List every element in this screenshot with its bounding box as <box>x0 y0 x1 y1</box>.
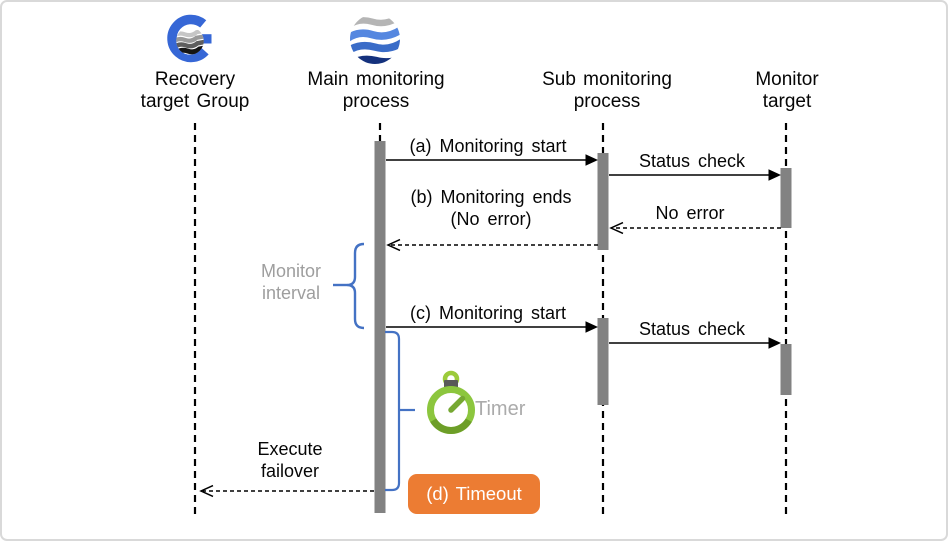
activation-bar-main <box>374 141 386 513</box>
curly-brace-icon <box>346 242 365 330</box>
actor-main-monitoring-process: Main monitoring process <box>307 69 444 113</box>
actor-label-line: Monitor <box>755 69 819 90</box>
stopwatch-hand <box>448 395 466 413</box>
activation-bar-sub-2 <box>597 318 609 405</box>
timeout-badge: (d) Timeout <box>408 474 540 514</box>
actor-label-line: Recovery <box>154 69 236 90</box>
monitor-interval-line1: Monitor <box>260 261 322 281</box>
activation-bar-target-2 <box>780 344 792 395</box>
wave-sphere-logo-icon <box>350 14 400 64</box>
failover-line2: failover <box>260 461 320 481</box>
monitor-interval-line2: interval <box>261 283 321 303</box>
arrowhead-a-icon <box>585 154 598 166</box>
actor-sub-monitoring-process: Sub monitoring process <box>542 69 672 113</box>
message-status-check-2-label: Status check <box>638 319 746 339</box>
arrowhead-failover-icon <box>199 484 214 498</box>
g-globe-logo-icon <box>167 14 212 63</box>
call-arrows <box>386 159 770 344</box>
monitor-interval-label: Monitor interval <box>261 260 321 304</box>
stopwatch-icon <box>427 370 475 434</box>
stopwatch-body-shade <box>430 418 472 434</box>
arrowhead-status-1-icon <box>768 169 781 181</box>
activation-bar-target-1 <box>780 168 792 228</box>
timeout-badge-label: (d) Timeout <box>426 483 522 504</box>
actor-monitor-target: Monitor target <box>755 69 818 113</box>
message-no-error-label: No error <box>655 203 725 223</box>
arrowhead-status-2-icon <box>768 337 781 349</box>
monitor-interval-brace <box>333 242 365 330</box>
timer-span-bracket <box>385 330 415 492</box>
actor-label-line: target Group <box>140 91 250 112</box>
actor-recovery-target-group: Recovery target Group <box>141 69 250 113</box>
actor-label-line: process <box>342 91 410 112</box>
message-b-label: (b) Monitoring ends (No error) <box>410 186 571 230</box>
solid-arrowheads <box>585 154 781 349</box>
timer-bracket-icon <box>385 330 401 492</box>
logo-wave-sphere <box>350 14 400 64</box>
logo-g-arc <box>167 14 209 63</box>
arrowhead-b-icon <box>386 238 401 252</box>
failover-line1: Execute <box>257 439 323 459</box>
timer-label: Timer <box>475 398 526 420</box>
message-execute-failover-label: Execute failover <box>257 438 322 482</box>
return-arrows <box>199 221 781 498</box>
activation-bars <box>374 141 792 513</box>
arrowhead-c-icon <box>585 321 598 333</box>
actor-label-line: target <box>762 91 812 112</box>
arrowhead-no-error-icon <box>609 221 624 235</box>
message-a-label: (a) Monitoring start <box>409 136 567 156</box>
message-b-line1: (b) Monitoring ends <box>410 187 572 207</box>
activation-bar-sub-1 <box>597 153 609 250</box>
actor-label-line: process <box>573 91 641 112</box>
message-status-check-1-label: Status check <box>638 151 746 171</box>
actor-label-line: Sub monitoring <box>542 69 672 90</box>
message-c-label: (c) Monitoring start <box>409 303 567 323</box>
message-b-line2: (No error) <box>450 209 532 229</box>
actor-label-line: Main monitoring <box>307 69 445 90</box>
